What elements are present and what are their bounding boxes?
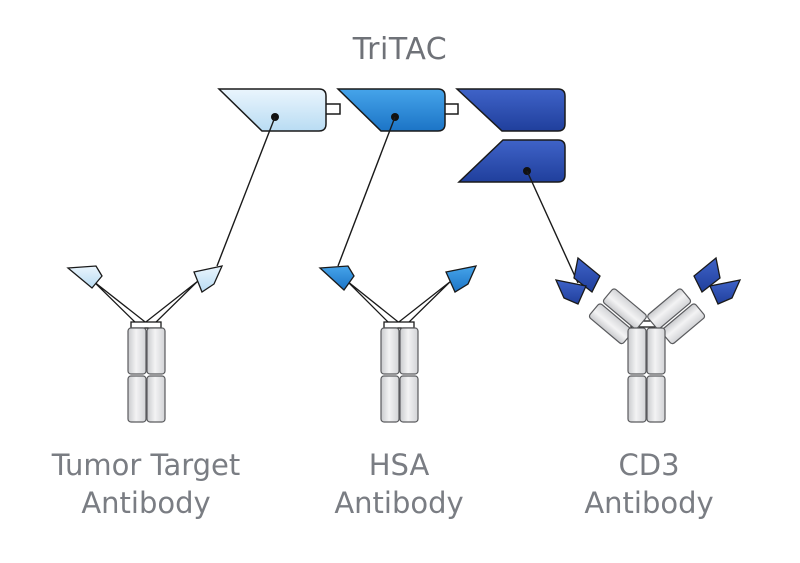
cd3-antibody-right-arm <box>647 288 706 345</box>
cd3-antibody-right-tips <box>693 256 742 305</box>
diagram-title: TriTAC <box>352 32 448 67</box>
tumor-target-antibody <box>66 265 224 423</box>
hsa-antibody-stem <box>380 327 419 423</box>
hsa-antibody-right-tip <box>445 265 478 293</box>
tumor-antibody-right-tip <box>193 265 224 293</box>
cd3-label-line2: Antibody <box>584 486 714 520</box>
connector-lines <box>216 116 579 284</box>
cd3-label-line1: CD3 <box>618 448 680 482</box>
tumor-antibody-stem <box>127 327 166 423</box>
hsa-binding-domain <box>336 88 446 132</box>
cd3-antibody-stem <box>627 327 666 423</box>
tumor-binding-domain <box>217 88 327 132</box>
tumor-target-antibody-label: Tumor Target Antibody <box>16 446 276 522</box>
hsa-antibody-left-tip <box>318 265 355 291</box>
tumor-connector-line <box>216 116 276 267</box>
cd3-antibody <box>554 256 742 423</box>
cd3-binding-domain-lower <box>457 139 566 183</box>
tumor-antibody-left-tip <box>66 265 103 289</box>
cd3-binding-domain-upper <box>455 88 566 132</box>
tumor-label-line2: Antibody <box>81 486 211 520</box>
cd3-connector-line <box>526 170 579 284</box>
hsa-label-line2: Antibody <box>334 486 464 520</box>
hsa-antibody <box>318 265 478 423</box>
hsa-antibody-label: HSA Antibody <box>269 446 529 522</box>
cd3-antibody-left-tips <box>554 256 601 305</box>
tritac-molecule <box>217 88 566 183</box>
hsa-label-line1: HSA <box>368 448 430 482</box>
cd3-antibody-label: CD3 Antibody <box>519 446 779 522</box>
hsa-connector-line <box>337 116 396 267</box>
tumor-label-line1: Tumor Target <box>51 448 241 482</box>
